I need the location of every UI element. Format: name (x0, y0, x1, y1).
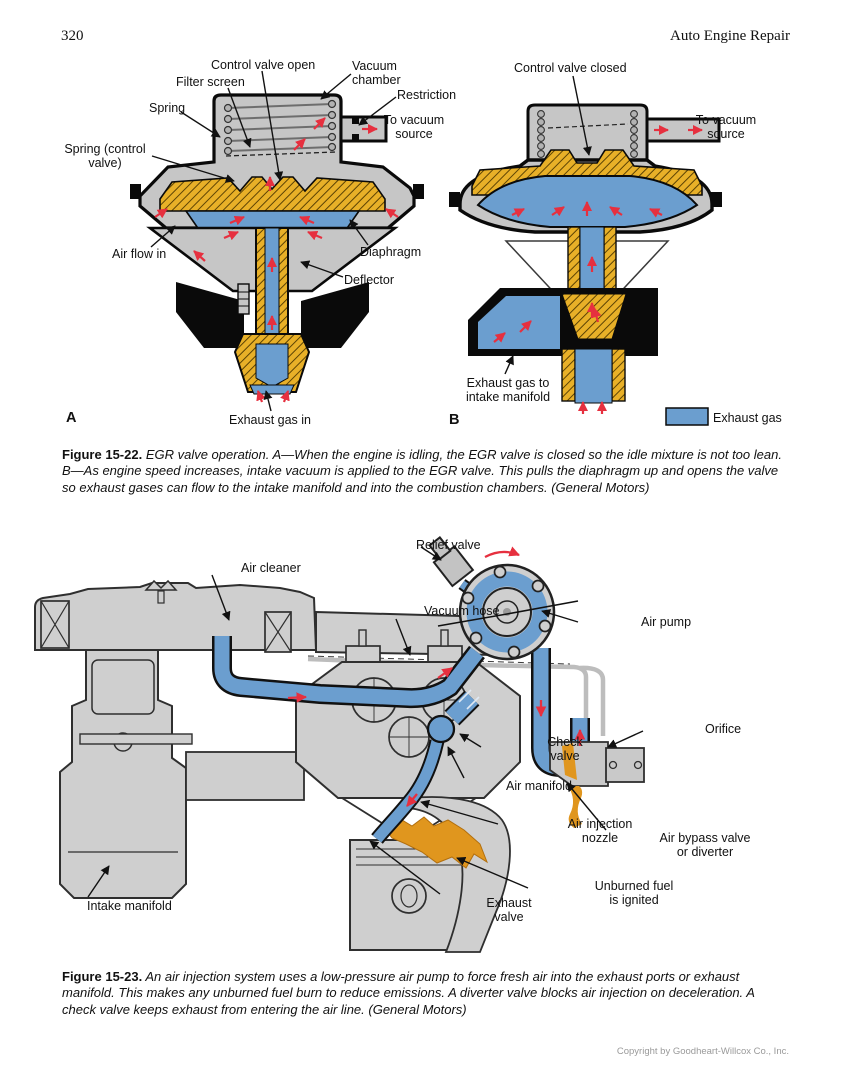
flow-arrows-a (154, 117, 399, 403)
orifice-body (605, 747, 645, 783)
label-exhaust-gas-in: Exhaust gas in (229, 413, 311, 427)
label-spring-control-valve: Spring (control valve) (64, 142, 146, 170)
figure-15-22-caption-body: EGR valve operation. A—When the engine i… (62, 447, 782, 495)
label-air-manifold: Air manifold (506, 779, 572, 793)
label-air-pump: Air pump (641, 615, 692, 629)
legend-exhaust-gas-label: Exhaust gas (713, 411, 782, 425)
label-to-vacuum-source-a: To vacuum source (383, 113, 445, 141)
label-filter-screen: Filter screen (176, 75, 245, 89)
figure-15-23-caption-lead: Figure 15-23. (62, 969, 143, 984)
label-air-cleaner: Air cleaner (241, 561, 301, 575)
belt-line (437, 600, 579, 627)
air-injection-system (34, 536, 645, 953)
coil-sections (537, 110, 638, 158)
flow-arrows-fig23 (287, 546, 586, 807)
label-deflector: Deflector (344, 273, 395, 287)
figure-15-22-illustration (130, 70, 722, 426)
label-to-vacuum-source-b: To vacuum source (695, 113, 757, 141)
label-air-bypass-valve: Air bypass valve or diverter (659, 831, 751, 859)
running-head-title: Auto Engine Repair (670, 28, 790, 44)
figure-15-23-illustration (34, 536, 645, 953)
egr-valve-b (449, 103, 722, 414)
flame (385, 816, 489, 869)
label-intake-manifold: Intake manifold (87, 899, 172, 913)
filter-screen-dashed-line (225, 151, 337, 157)
label-control-valve-open: Control valve open (211, 58, 316, 72)
label-air-flow-in: Air flow in (112, 247, 167, 261)
label-check-valve: Check valve (547, 735, 583, 763)
label-restriction: Restriction (397, 88, 457, 102)
label-exhaust-valve: Exhaust valve (486, 896, 532, 924)
air-cleaner-body (34, 582, 318, 651)
label-vacuum-hose: Vacuum hose (424, 604, 500, 618)
leader-lines-fig22 (150, 70, 592, 412)
label-unburned-fuel: Unburned fuel is ignited (594, 879, 674, 907)
figure-15-23-caption-body: An air injection system uses a low-press… (62, 969, 755, 1017)
air-pump-body (437, 563, 579, 661)
label-control-valve-closed: Control valve closed (514, 61, 627, 75)
manifold-runner (185, 751, 305, 801)
figure-15-22-caption: Figure 15-22. EGR valve operation. A—Whe… (62, 447, 790, 496)
label-exhaust-gas-to-intake-manifold: Exhaust gas to intake manifold (465, 376, 551, 404)
legend-exhaust-gas-swatch (665, 407, 709, 426)
piston-pin (391, 878, 427, 914)
panel-letter-b: B (449, 412, 460, 428)
leader-lines-fig23 (87, 546, 644, 898)
figure-15-22-caption-lead: Figure 15-22. (62, 447, 143, 462)
figure-15-23-caption: Figure 15-23. An air injection system us… (62, 969, 790, 1018)
label-vacuum-chamber: Vacuum chamber (352, 59, 401, 87)
diverter-valve (562, 743, 577, 780)
panel-letter-a: A (66, 410, 77, 426)
label-relief-valve: Relief valve (416, 538, 481, 552)
wing-nut (144, 579, 178, 591)
page-number: 320 (61, 28, 84, 44)
label-spring: Spring (149, 101, 186, 115)
copyright-notice: Copyright by Goodheart-Willcox Co., Inc. (616, 1046, 789, 1057)
label-diaphragm: Diaphragm (360, 245, 422, 259)
label-orifice: Orifice (705, 722, 742, 736)
intake-manifold-body (59, 649, 187, 899)
check-valve-ball (426, 714, 456, 744)
label-air-injection-nozzle: Air injection nozzle (567, 817, 633, 845)
flow-arrows-b (493, 124, 704, 414)
